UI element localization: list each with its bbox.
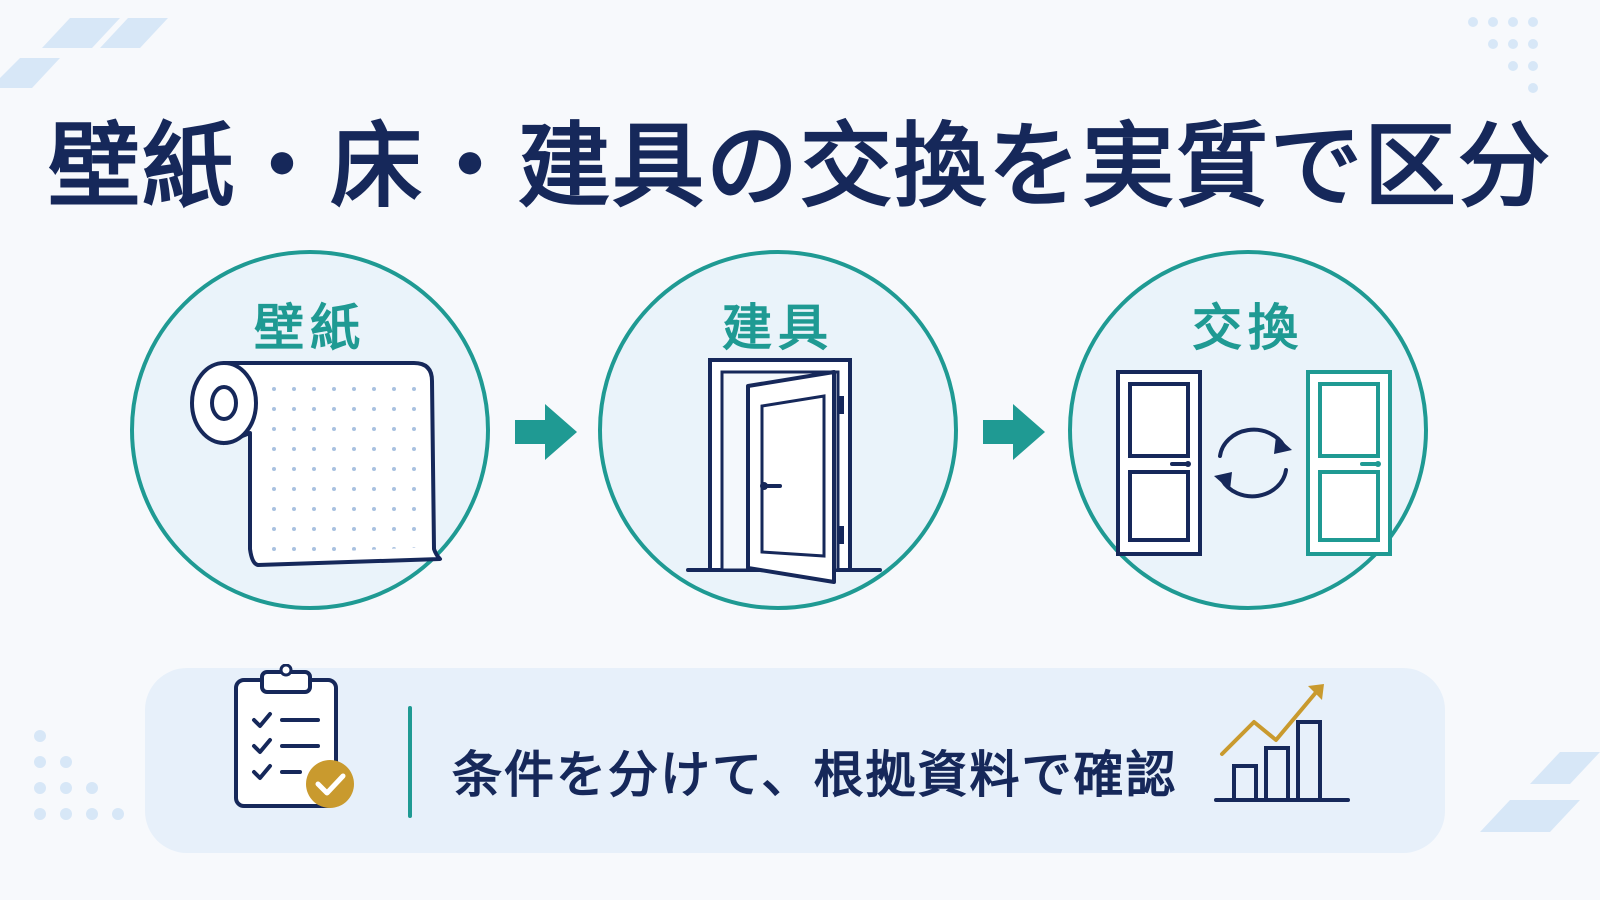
step-fittings: 建具 (598, 250, 958, 610)
arrow-right-icon (515, 404, 577, 460)
decorative-dots-bottom-left (34, 730, 124, 820)
wallpaper-roll-icon (190, 361, 442, 567)
growth-bar-chart-icon (1214, 684, 1350, 802)
summary-text: 条件を分けて、根拠資料で確認 (452, 746, 1178, 804)
decorative-dots-top-right (1468, 17, 1538, 93)
step-wallpaper-label: 壁紙 (254, 299, 366, 357)
step-replacement-label: 交換 (1192, 299, 1304, 357)
panel-divider (408, 706, 412, 818)
step-wallpaper: 壁紙 (130, 250, 490, 610)
decorative-stripes-bottom-right (1480, 752, 1600, 832)
summary-panel (145, 668, 1445, 853)
step-replacement: 交換 (1068, 250, 1428, 610)
door-swap-icon (1116, 370, 1392, 556)
step-fittings-label: 建具 (722, 299, 834, 357)
decorative-stripes-top-left (0, 18, 168, 88)
arrow-right-icon (983, 404, 1045, 460)
clipboard-checklist-icon (234, 664, 354, 808)
open-door-icon (686, 358, 882, 584)
page-title: 壁紙・床・建具の交換を実質で区分 (47, 113, 1552, 220)
